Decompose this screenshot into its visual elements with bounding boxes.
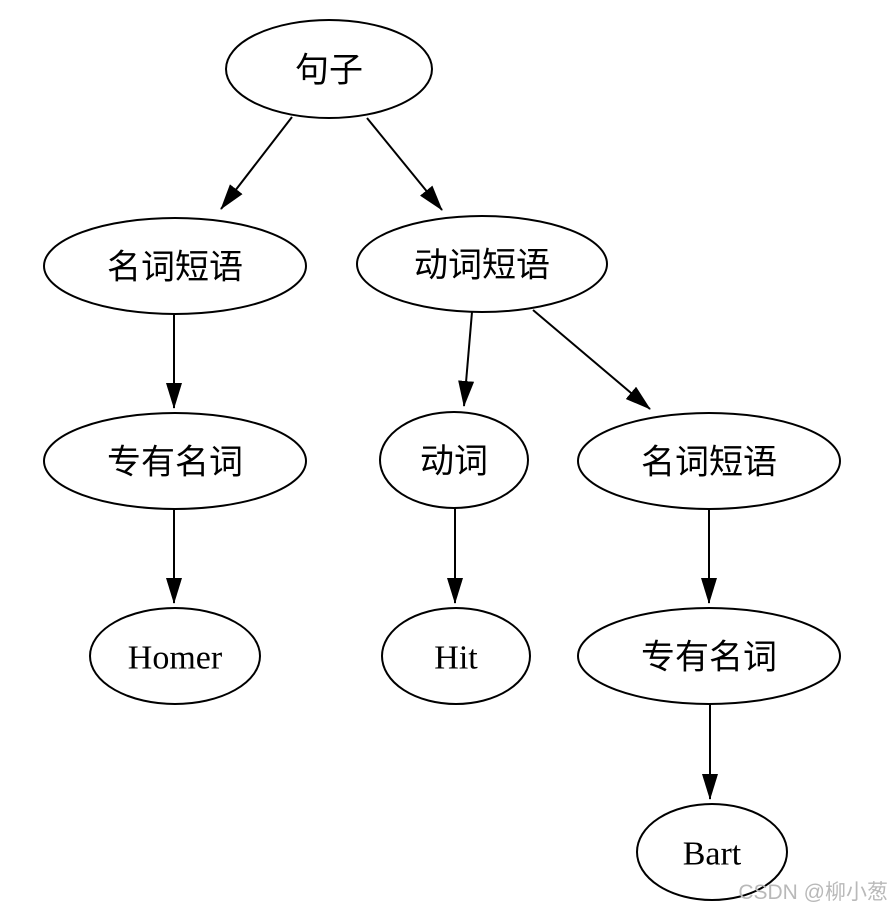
nodes: 句子 名词短语 动词短语 专有名词 动词 名词短语 bbox=[43, 19, 841, 901]
node-proper-noun-left: 专有名词 bbox=[43, 412, 307, 510]
node-noun-phrase-right: 名词短语 bbox=[577, 412, 841, 510]
node-verb-label: 动词 bbox=[420, 444, 488, 481]
csdn-watermark: CSDN @柳小葱 bbox=[738, 881, 888, 904]
node-proper-noun-left-label: 专有名词 bbox=[107, 444, 243, 482]
edges bbox=[166, 116, 718, 800]
node-verb: 动词 bbox=[379, 411, 529, 509]
node-hit-ellipse bbox=[381, 607, 531, 705]
node-homer-ellipse bbox=[89, 607, 261, 705]
node-proper-noun-right-label: 专有名词 bbox=[641, 639, 777, 677]
node-bart-ellipse bbox=[636, 803, 788, 901]
node-verb-phrase-label: 动词短语 bbox=[414, 248, 550, 285]
node-proper-noun-right: 专有名词 bbox=[577, 607, 841, 705]
node-noun-phrase-right-label: 名词短语 bbox=[641, 444, 777, 482]
node-homer-label: Homer bbox=[128, 640, 223, 677]
node-hit: Hit bbox=[381, 607, 531, 705]
node-sentence-ellipse bbox=[225, 19, 433, 119]
node-proper-noun-left-ellipse bbox=[43, 412, 307, 510]
node-bart-label: Bart bbox=[683, 836, 742, 873]
node-verb-ellipse bbox=[379, 411, 529, 509]
node-bart: Bart bbox=[636, 803, 788, 901]
edge-sentence-vp bbox=[366, 117, 443, 211]
node-verb-phrase-ellipse bbox=[356, 215, 608, 313]
node-noun-phrase-left-ellipse bbox=[43, 217, 307, 315]
edge-vp-np-right bbox=[532, 309, 651, 410]
node-proper-noun-right-ellipse bbox=[577, 607, 841, 705]
edge-sentence-np-left bbox=[220, 116, 293, 210]
node-sentence-label: 句子 bbox=[295, 52, 363, 90]
node-hit-label: Hit bbox=[434, 640, 478, 677]
node-noun-phrase-left: 名词短语 bbox=[43, 217, 307, 315]
node-sentence: 句子 bbox=[225, 19, 433, 119]
node-noun-phrase-left-label: 名词短语 bbox=[107, 249, 243, 287]
node-noun-phrase-right-ellipse bbox=[577, 412, 841, 510]
node-homer: Homer bbox=[89, 607, 261, 705]
node-verb-phrase: 动词短语 bbox=[356, 215, 608, 313]
edge-vp-verb bbox=[458, 311, 475, 407]
